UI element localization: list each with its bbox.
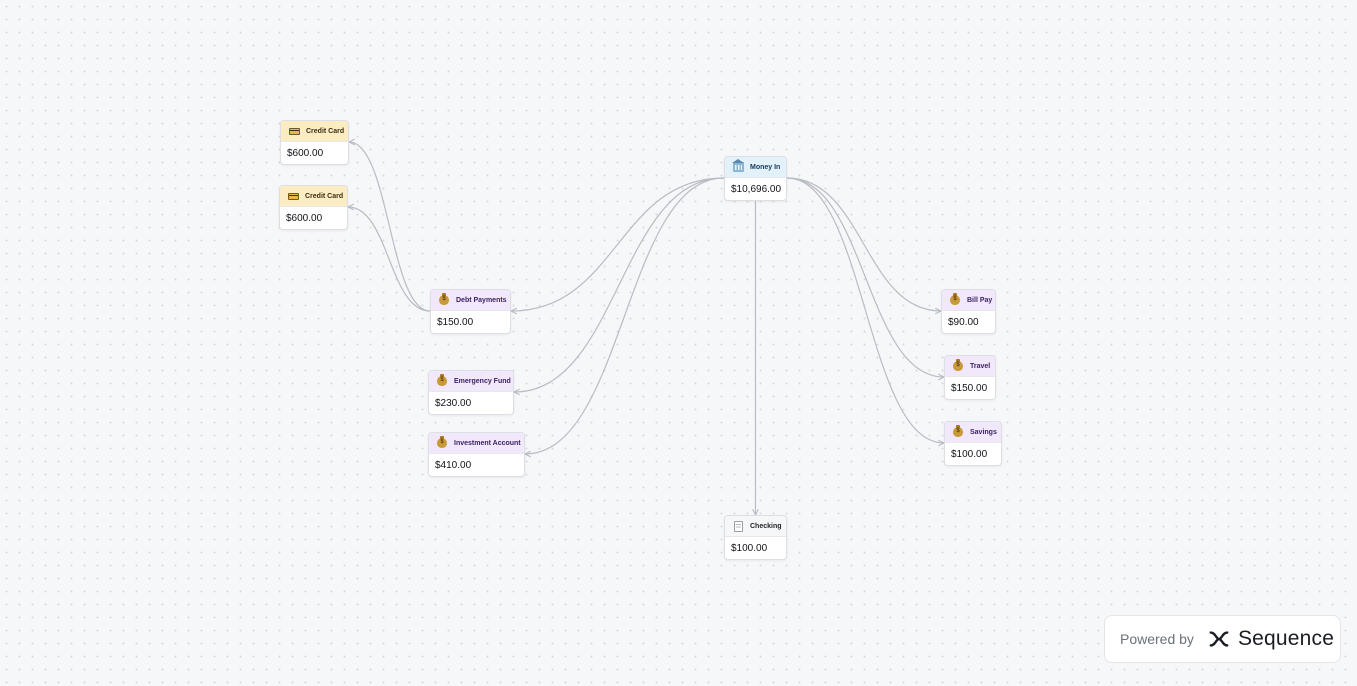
node-value: $100.00 [951, 448, 988, 460]
edge-money-in-to-savings[interactable] [786, 177, 944, 443]
edge-debt-payments-to-credit-card-1[interactable] [349, 142, 431, 312]
node-bill-pay[interactable]: Bill Pay $90.00 [941, 289, 996, 334]
node-header: Debt Payments [431, 290, 510, 311]
node-investment-account[interactable]: Investment Account $410.00 [428, 432, 525, 477]
powered-by-text: Powered by [1120, 631, 1194, 647]
node-value: $600.00 [286, 212, 323, 224]
node-label: Bill Pay [967, 296, 993, 304]
node-header: Travel [945, 356, 995, 377]
node-label: Checking [750, 522, 782, 530]
node-emergency-fund[interactable]: Emergency Fund $230.00 [428, 370, 514, 415]
node-value: $10,696.00 [731, 183, 782, 195]
node-label: Credit Card [305, 192, 344, 200]
node-label: Credit Card [306, 127, 345, 135]
money-bag-icon [435, 436, 449, 450]
edge-money-in-to-emergency-fund[interactable] [514, 177, 725, 392]
node-value: $230.00 [435, 397, 472, 409]
edge-money-in-to-debt-payments[interactable] [511, 177, 725, 311]
node-label: Debt Payments [456, 296, 507, 304]
node-savings[interactable]: Savings $100.00 [944, 421, 1002, 466]
money-bag-icon [948, 293, 962, 307]
node-header: Credit Card [281, 121, 348, 142]
money-bag-icon [951, 359, 965, 373]
node-travel[interactable]: Travel $150.00 [944, 355, 996, 400]
node-label: Money In [750, 163, 781, 171]
money-bag-icon [435, 374, 449, 388]
node-value: $410.00 [435, 459, 472, 471]
bank-icon [731, 159, 745, 174]
node-value: $100.00 [731, 542, 768, 554]
edge-money-in-to-investment-account[interactable] [525, 177, 725, 454]
node-header: Investment Account [429, 433, 524, 454]
node-header: Savings [945, 422, 1001, 443]
credit-card-icon [286, 189, 300, 203]
node-label: Travel [970, 362, 991, 370]
node-value: $600.00 [287, 147, 324, 159]
node-label: Emergency Fund [454, 377, 511, 385]
node-value: $150.00 [437, 316, 474, 328]
node-money-in[interactable]: Money In $10,696.00 [724, 156, 787, 201]
document-icon [731, 519, 745, 533]
node-credit-card[interactable]: Credit Card $600.00 [279, 185, 348, 230]
node-debt-payments[interactable]: Debt Payments $150.00 [430, 289, 511, 334]
edge-money-in-to-travel[interactable] [786, 177, 944, 377]
node-header: Money In [725, 157, 786, 178]
sequence-brand-wrap[interactable]: Sequence [1208, 627, 1334, 651]
node-checking[interactable]: Checking $100.00 [724, 515, 787, 560]
node-value: $150.00 [951, 382, 988, 394]
node-label: Investment Account [454, 439, 521, 447]
node-header: Credit Card [280, 186, 347, 207]
sequence-logo-icon [1209, 631, 1229, 647]
node-header: Checking [725, 516, 786, 537]
node-header: Bill Pay [942, 290, 995, 311]
credit-card-icon [287, 124, 301, 138]
edge-money-in-to-bill-pay[interactable] [786, 177, 941, 311]
money-bag-icon [437, 293, 451, 307]
node-label: Savings [970, 428, 997, 436]
node-value: $90.00 [948, 316, 979, 328]
powered-by-badge[interactable]: Powered by Sequence [1104, 615, 1341, 663]
node-header: Emergency Fund [429, 371, 513, 392]
sequence-brand-name: Sequence [1237, 627, 1335, 650]
node-credit-card[interactable]: Credit Card $600.00 [280, 120, 349, 165]
edge-debt-payments-to-credit-card-2[interactable] [348, 207, 431, 312]
money-bag-icon [951, 425, 965, 439]
